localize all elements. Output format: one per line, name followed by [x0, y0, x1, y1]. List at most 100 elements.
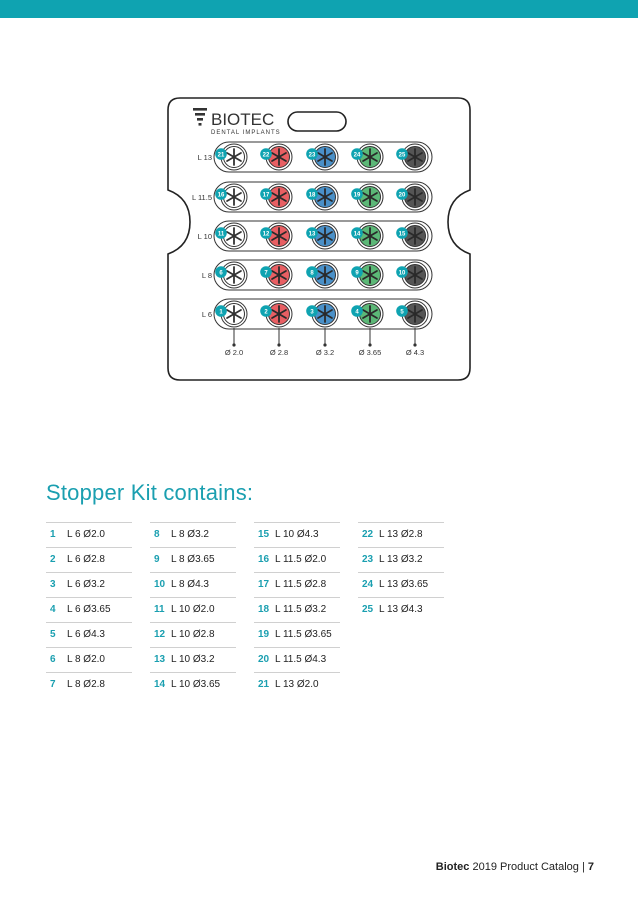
number-badge [306, 266, 318, 278]
number-badge [351, 227, 363, 239]
hex-star-arm [271, 270, 280, 276]
hex-star-arm [278, 156, 287, 162]
hex-star-arm [362, 231, 371, 237]
hex-star-arm [369, 313, 378, 319]
hex-star-arm [414, 309, 423, 315]
hex-star-arm [278, 274, 287, 280]
kit-item-number: 8 [154, 529, 160, 540]
kit-item-number: 19 [258, 629, 270, 640]
hex-star-arm [278, 231, 287, 237]
column-tick-dot [368, 343, 372, 347]
kit-item-number: 17 [258, 579, 270, 590]
kit-item-label: L 11.5 Ø2.8 [275, 579, 327, 590]
kit-item-number: 5 [50, 629, 56, 640]
stopper-8: 8 [306, 261, 339, 289]
footer-brand: Biotec [435, 861, 470, 873]
number-badge [396, 188, 408, 200]
number-badge-text: 15 [399, 231, 406, 237]
hex-star-arm [369, 192, 378, 198]
hex-star-arm [271, 309, 280, 315]
kit-item-label: L 10 Ø2.0 [171, 604, 215, 615]
row-capsule [213, 298, 433, 330]
kit-item: 4 L 6 Ø3.65 [46, 597, 132, 622]
hex-star-arm [362, 270, 371, 276]
kit-item-number: 4 [50, 604, 56, 615]
number-badge [306, 148, 318, 160]
kit-item-number: 20 [258, 654, 270, 665]
hex-star-arm [362, 156, 371, 162]
kit-item-number: 3 [50, 579, 56, 590]
kit-item-number: 10 [154, 579, 166, 590]
section-title: Stopper Kit contains: [46, 480, 254, 505]
number-badge-text: 17 [263, 192, 270, 198]
hex-star-arm [414, 152, 423, 158]
hex-star-arm [226, 192, 235, 198]
hex-star-arm [226, 270, 235, 276]
stopper-18: 18 [306, 183, 339, 211]
hex-star-arm [369, 270, 378, 276]
page-number: 7 [587, 861, 594, 873]
hex-star-arm [226, 156, 235, 162]
number-badge-text: 7 [264, 270, 268, 276]
stopper-4: 4 [351, 300, 384, 328]
kit-item-number: 15 [258, 529, 270, 540]
number-badge [396, 227, 408, 239]
kit-item-label: L 13 Ø4.3 [379, 604, 423, 615]
hex-star-arm [317, 196, 326, 202]
hex-star-arm [317, 309, 326, 315]
kit-item-label: L 6 Ø2.8 [67, 554, 105, 565]
hex-star-arm [271, 156, 280, 162]
hex-star-arm [324, 313, 333, 319]
number-badge-text: 10 [399, 270, 406, 276]
hex-star-arm [414, 274, 423, 280]
hex-star-arm [271, 274, 280, 280]
kit-item-label: L 6 Ø3.2 [67, 579, 105, 590]
hex-star-arm [362, 192, 371, 198]
kit-item-label: L 10 Ø2.8 [171, 629, 215, 640]
hex-star-arm [271, 235, 280, 241]
column-tick-dot [413, 343, 417, 347]
stopper-24: 24 [351, 143, 384, 171]
kit-item-label: L 13 Ø2.8 [379, 529, 423, 540]
hex-star-arm [324, 309, 333, 315]
kit-item-number: 2 [50, 554, 56, 565]
kit-item-label: L 11.5 Ø2.0 [275, 554, 327, 565]
stopper-14: 14 [351, 222, 384, 250]
number-badge-text: 6 [219, 270, 223, 276]
logo-wordmark: BIOTEC [211, 110, 274, 129]
logo-tagline: DENTAL IMPLANTS [211, 130, 281, 136]
kit-item-number: 21 [258, 679, 270, 690]
kit-item-label: L 13 Ø2.0 [275, 679, 319, 690]
stopper-19: 19 [351, 183, 384, 211]
hex-star-arm [324, 231, 333, 237]
kit-item-number: 13 [154, 654, 166, 665]
column-label: Ø 2.0 [225, 348, 243, 357]
stopper-7: 7 [260, 261, 293, 289]
hex-star-arm [271, 192, 280, 198]
column-label: Ø 3.2 [316, 348, 334, 357]
number-badge-text: 25 [399, 152, 406, 158]
hex-star-arm [407, 313, 416, 319]
biotec-logo: BIOTEC DENTAL IMPLANTS [193, 108, 281, 136]
number-badge [306, 305, 318, 317]
hex-star-arm [278, 192, 287, 198]
kit-item-label: L 6 Ø3.65 [67, 604, 111, 615]
stopper-20: 20 [396, 183, 429, 211]
hex-star-arm [362, 152, 371, 158]
number-badge-text: 8 [310, 270, 314, 276]
hex-star-arm [233, 192, 242, 198]
column-tick-dot [323, 343, 327, 347]
hex-star-arm [407, 156, 416, 162]
hex-star-arm [317, 270, 326, 276]
